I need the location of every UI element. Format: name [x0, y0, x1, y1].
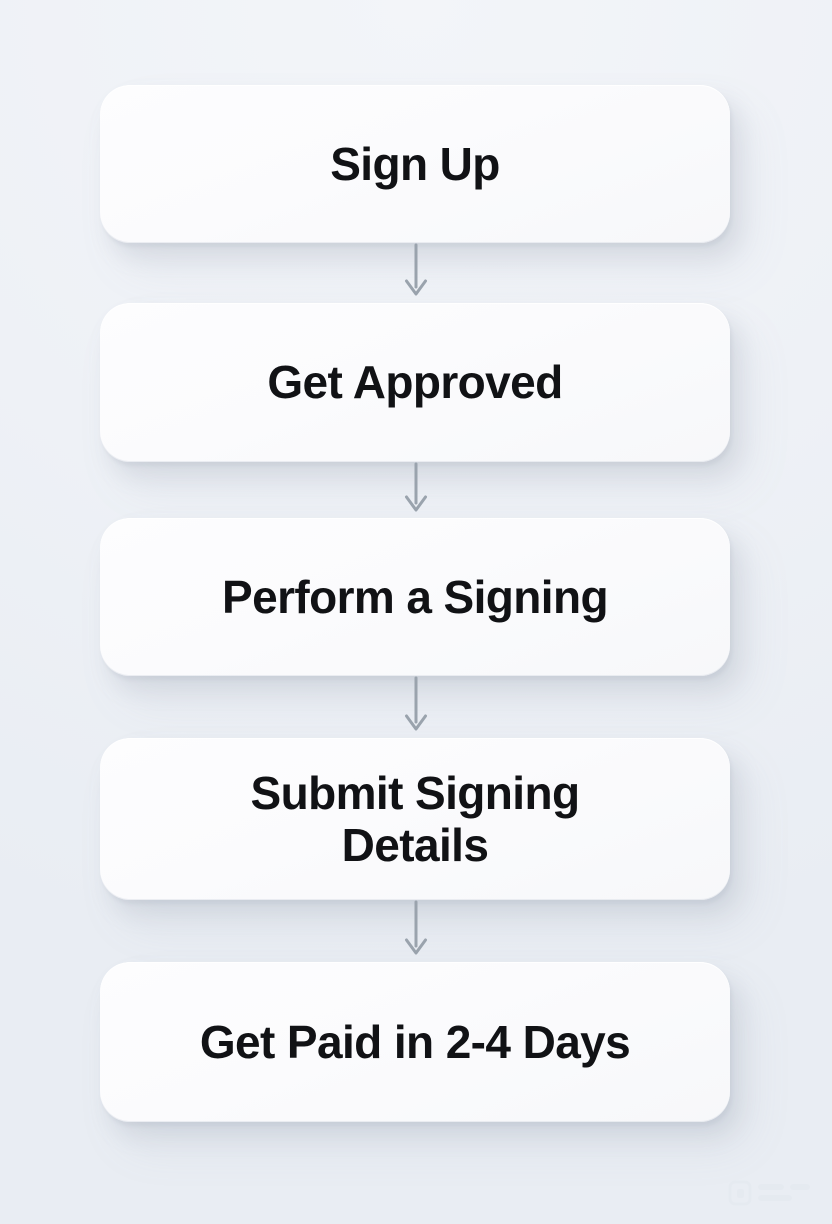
- flow-node-sign-up[interactable]: Sign Up: [100, 85, 730, 243]
- flow-node-label: Sign Up: [330, 137, 500, 190]
- flow-connector-arrow-down-3: [400, 676, 432, 738]
- flow-node-submit-details[interactable]: Submit Signing Details: [100, 738, 730, 900]
- flow-node-get-paid[interactable]: Get Paid in 2-4 Days: [100, 962, 730, 1122]
- flow-connector-arrow-down-1: [400, 243, 432, 303]
- flow-node-label: Get Approved: [267, 356, 563, 409]
- flow-node-label: Submit Signing Details: [250, 766, 581, 871]
- flow-connector-arrow-down-4: [400, 900, 432, 962]
- flow-node-get-approved[interactable]: Get Approved: [100, 303, 730, 462]
- flow-node-label: Get Paid in 2-4 Days: [199, 1015, 631, 1068]
- flow-connector-arrow-down-2: [400, 462, 432, 518]
- flow-node-label: Perform a Signing: [222, 570, 609, 623]
- flow-node-perform-signing[interactable]: Perform a Signing: [100, 518, 730, 676]
